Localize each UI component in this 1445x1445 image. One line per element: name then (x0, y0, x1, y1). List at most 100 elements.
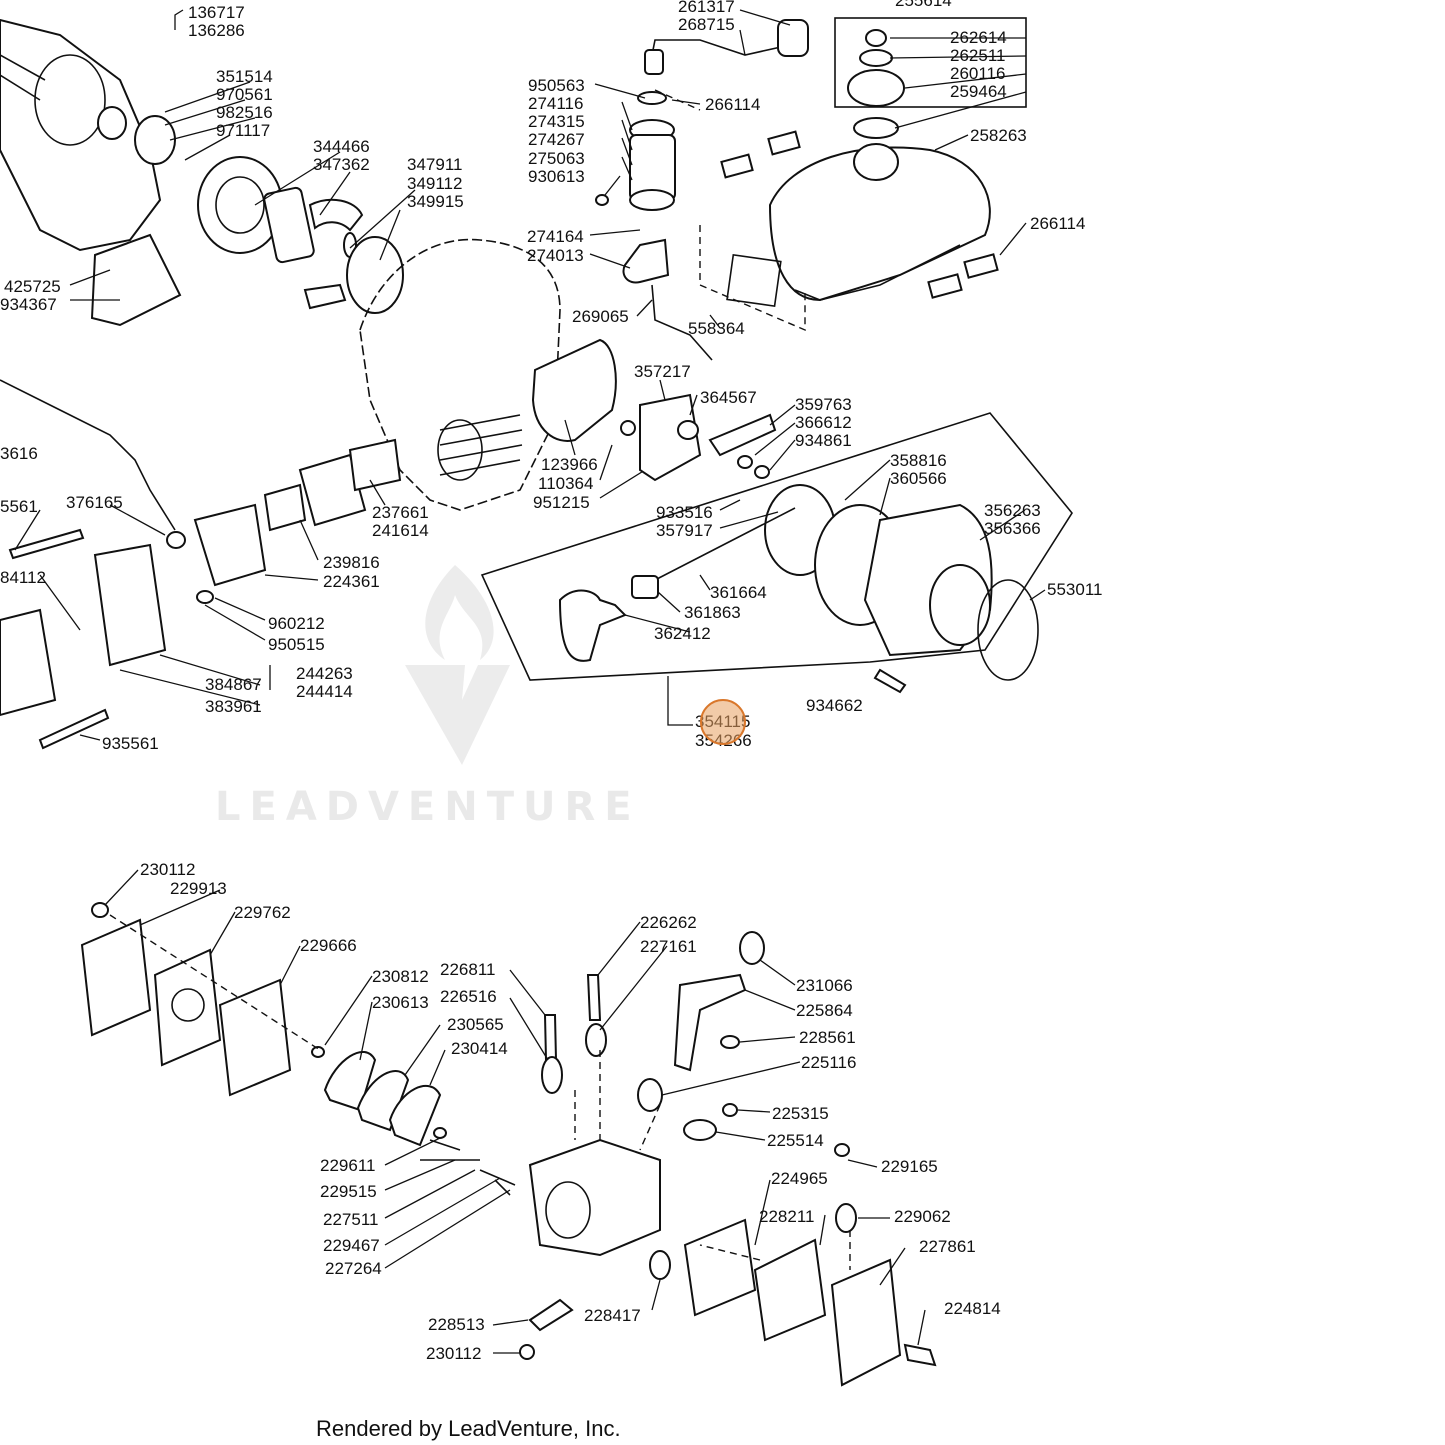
part-number-227861[interactable]: 227861 (919, 1237, 976, 1256)
part-number-266114-top[interactable]: 266114 (705, 95, 760, 114)
part-number-110364[interactable]: 110364 (538, 474, 593, 493)
part-number-357217[interactable]: 357217 (634, 362, 691, 381)
part-number-359763[interactable]: 359763 (795, 395, 852, 414)
part-number-225116[interactable]: 225116 (801, 1053, 856, 1072)
part-number-269065[interactable]: 269065 (572, 307, 629, 326)
part-number-934861[interactable]: 934861 (795, 431, 852, 450)
part-number-356263[interactable]: 356263 (984, 501, 1041, 520)
part-number-933516[interactable]: 933516 (656, 503, 713, 522)
part-number-229611[interactable]: 229611 (320, 1156, 375, 1175)
part-number-935561[interactable]: 935561 (102, 734, 159, 753)
part-number-228417[interactable]: 228417 (584, 1306, 641, 1325)
part-number-224965[interactable]: 224965 (771, 1169, 828, 1188)
part-number-274164[interactable]: 274164 (527, 227, 584, 246)
part-number-383961[interactable]: 383961 (205, 697, 262, 716)
part-number-366612[interactable]: 366612 (795, 413, 852, 432)
part-number-558364[interactable]: 558364 (688, 319, 745, 338)
part-number-261317[interactable]: 261317 (678, 0, 735, 16)
part-number-255614[interactable]: 255614 (895, 0, 952, 10)
part-number-361664[interactable]: 361664 (710, 583, 767, 602)
part-number-268715[interactable]: 268715 (678, 15, 735, 34)
part-number-262511[interactable]: 262511 (950, 46, 1005, 65)
part-number-229062[interactable]: 229062 (894, 1207, 951, 1226)
part-number-239816[interactable]: 239816 (323, 553, 380, 572)
part-number-266114-right[interactable]: 266114 (1030, 214, 1085, 233)
part-number-376165[interactable]: 376165 (66, 493, 123, 512)
part-number-960212[interactable]: 960212 (268, 614, 325, 633)
part-number-136286[interactable]: 136286 (188, 21, 245, 40)
part-number-274013[interactable]: 274013 (527, 246, 584, 265)
part-number-225315[interactable]: 225315 (772, 1104, 829, 1123)
part-number-950515[interactable]: 950515 (268, 635, 325, 654)
part-number-3616[interactable]: 3616 (0, 444, 38, 463)
part-number-227161[interactable]: 227161 (640, 937, 697, 956)
part-number-259464[interactable]: 259464 (950, 82, 1007, 101)
part-number-228211[interactable]: 228211 (759, 1207, 814, 1226)
part-number-950563[interactable]: 950563 (528, 76, 585, 95)
part-number-357917[interactable]: 357917 (656, 521, 713, 540)
part-number-5561[interactable]: 5561 (0, 497, 38, 516)
selected-part-hotspot[interactable] (700, 699, 746, 745)
part-number-123966[interactable]: 123966 (541, 455, 598, 474)
part-number-229913[interactable]: 229913 (170, 879, 227, 898)
part-number-230565[interactable]: 230565 (447, 1015, 504, 1034)
part-number-226811[interactable]: 226811 (440, 960, 495, 979)
part-number-384867[interactable]: 384867 (205, 675, 262, 694)
part-number-224361[interactable]: 224361 (323, 572, 380, 591)
part-number-227264[interactable]: 227264 (325, 1259, 382, 1278)
part-number-226262[interactable]: 226262 (640, 913, 697, 932)
part-number-241614[interactable]: 241614 (372, 521, 429, 540)
part-number-229165[interactable]: 229165 (881, 1157, 938, 1176)
part-number-230112-top[interactable]: 230112 (140, 860, 195, 879)
part-number-84112[interactable]: 84112 (0, 568, 46, 587)
part-number-351514[interactable]: 351514 (216, 67, 273, 86)
part-number-224814[interactable]: 224814 (944, 1299, 1001, 1318)
part-number-970561[interactable]: 970561 (216, 85, 273, 104)
part-number-930613[interactable]: 930613 (528, 167, 585, 186)
part-number-230812[interactable]: 230812 (372, 967, 429, 986)
part-number-228513[interactable]: 228513 (428, 1315, 485, 1334)
part-number-361863[interactable]: 361863 (684, 603, 741, 622)
part-number-971117[interactable]: 971117 (216, 121, 270, 140)
part-number-231066[interactable]: 231066 (796, 976, 853, 995)
part-number-225514[interactable]: 225514 (767, 1131, 824, 1150)
part-number-951215[interactable]: 951215 (533, 493, 590, 512)
part-number-274315[interactable]: 274315 (528, 112, 585, 131)
part-number-364567[interactable]: 364567 (700, 388, 757, 407)
part-number-349112[interactable]: 349112 (407, 174, 462, 193)
part-number-362412[interactable]: 362412 (654, 624, 711, 643)
part-number-934662[interactable]: 934662 (806, 696, 863, 715)
part-number-358816[interactable]: 358816 (890, 451, 947, 470)
part-number-274267[interactable]: 274267 (528, 130, 585, 149)
part-number-344466[interactable]: 344466 (313, 137, 370, 156)
part-number-228561[interactable]: 228561 (799, 1028, 856, 1047)
part-number-275063[interactable]: 275063 (528, 149, 585, 168)
part-number-230112-bottom[interactable]: 230112 (426, 1344, 481, 1363)
part-number-347362[interactable]: 347362 (313, 155, 370, 174)
part-number-262614[interactable]: 262614 (950, 28, 1007, 47)
part-number-227511[interactable]: 227511 (323, 1210, 378, 1229)
part-number-230414[interactable]: 230414 (451, 1039, 508, 1058)
part-number-260116[interactable]: 260116 (950, 64, 1005, 83)
part-number-237661[interactable]: 237661 (372, 503, 429, 522)
part-number-229762[interactable]: 229762 (234, 903, 291, 922)
part-number-274116[interactable]: 274116 (528, 94, 583, 113)
part-number-229515[interactable]: 229515 (320, 1182, 377, 1201)
part-number-425725[interactable]: 425725 (4, 277, 61, 296)
part-number-229666[interactable]: 229666 (300, 936, 357, 955)
part-number-244263[interactable]: 244263 (296, 664, 353, 683)
part-number-258263[interactable]: 258263 (970, 126, 1027, 145)
part-number-230613[interactable]: 230613 (372, 993, 429, 1012)
part-number-136717[interactable]: 136717 (188, 3, 245, 22)
part-number-349915[interactable]: 349915 (407, 192, 464, 211)
part-number-356366[interactable]: 356366 (984, 519, 1041, 538)
part-number-360566[interactable]: 360566 (890, 469, 947, 488)
part-number-982516[interactable]: 982516 (216, 103, 273, 122)
part-number-244414[interactable]: 244414 (296, 682, 353, 701)
part-number-229467[interactable]: 229467 (323, 1236, 380, 1255)
part-number-934367[interactable]: 934367 (0, 295, 57, 314)
part-number-553011[interactable]: 553011 (1047, 580, 1102, 599)
part-number-347911[interactable]: 347911 (407, 155, 462, 174)
part-number-225864[interactable]: 225864 (796, 1001, 853, 1020)
part-number-226516[interactable]: 226516 (440, 987, 497, 1006)
